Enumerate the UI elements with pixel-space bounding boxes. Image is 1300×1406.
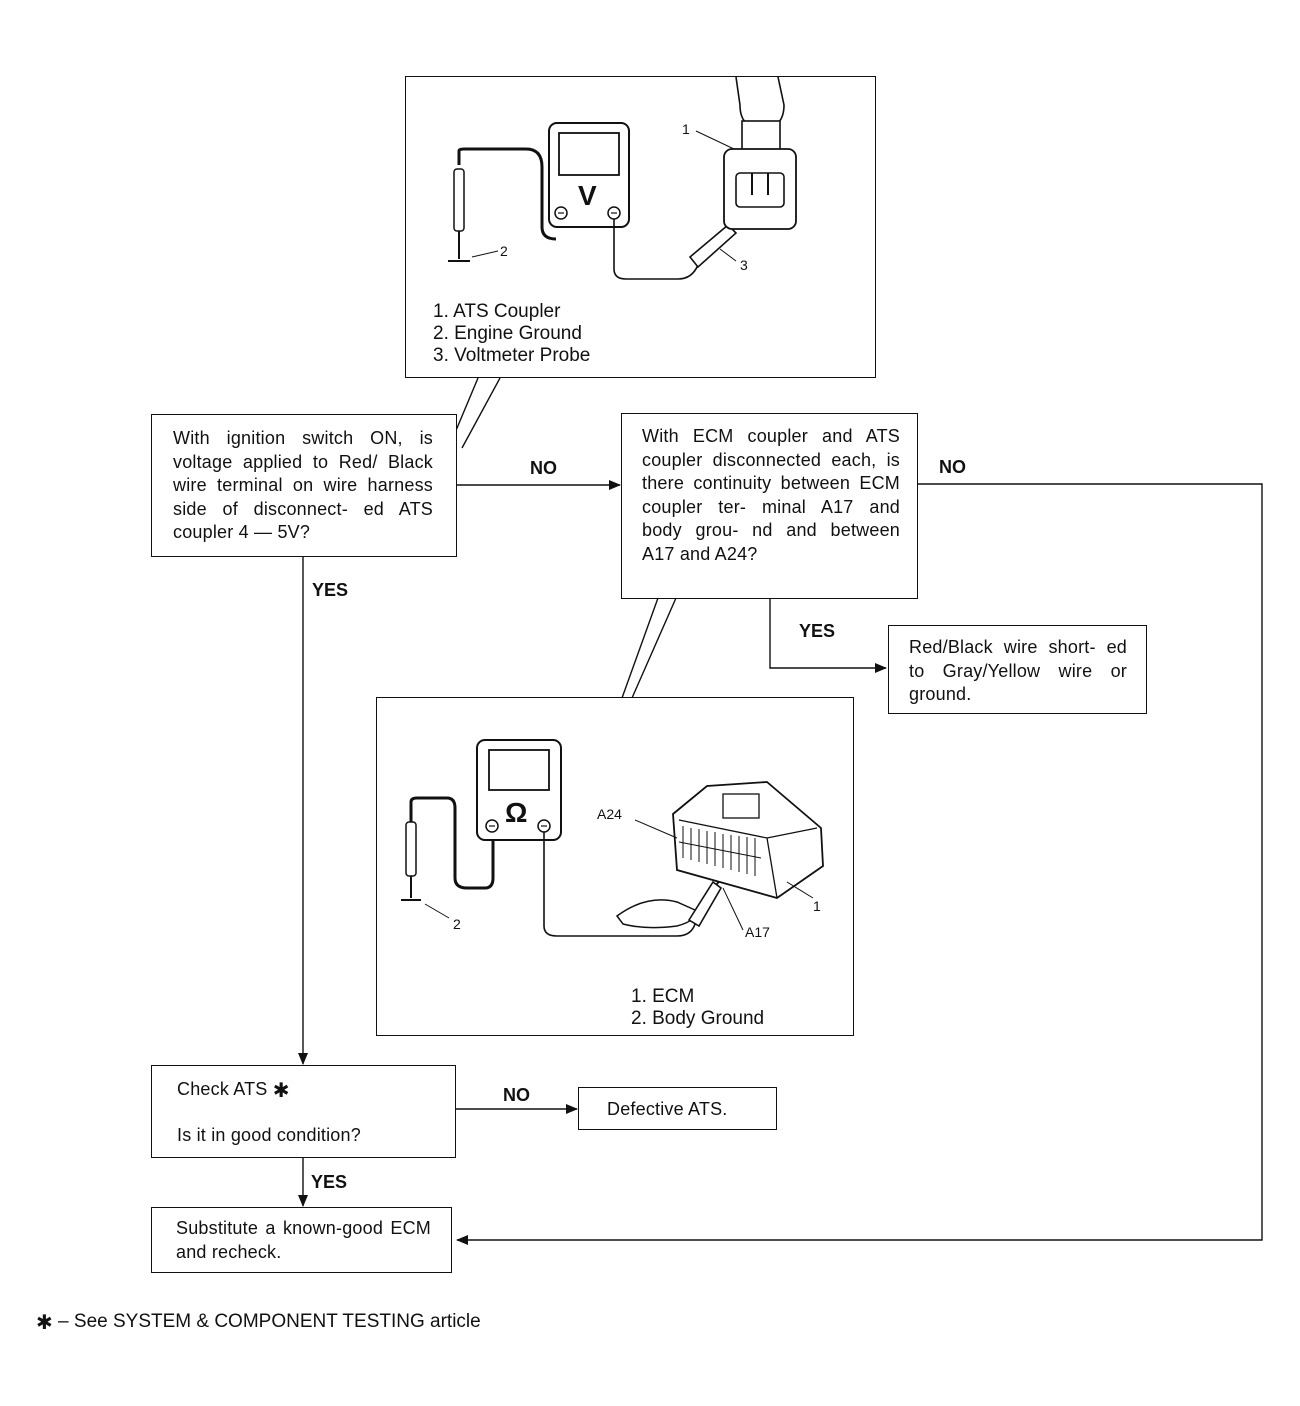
legend-item: 1. ECM [631,986,695,1007]
result-text: Substitute a known-good ECM and recheck. [176,1218,431,1262]
callout-1: 1 [813,898,821,914]
callout-wedge-fig2 [621,597,677,699]
question-check-ats: Check ATS ✱ Is it in good condition? [151,1065,456,1158]
question-line-2: Is it in good condition? [177,1125,361,1145]
ohmmeter-icon: Ω [476,739,562,841]
footnote-text: – See SYSTEM & COMPONENT TESTING article [58,1311,481,1332]
result-wire-short: Red/Black wire short- ed to Gray/Yellow … [888,625,1147,714]
meter-symbol-ohm: Ω [505,797,527,828]
legend-item: 2. Body Ground [631,1008,765,1029]
label-no-q2: NO [939,457,966,477]
legend-item: 3. Voltmeter Probe [433,345,591,366]
callout-2: 2 [453,916,461,932]
callout-2: 2 [500,243,508,259]
question-continuity-check: With ECM coupler and ATS coupler disconn… [621,413,918,599]
footnote: ✱ – See SYSTEM & COMPONENT TESTING artic… [36,1310,481,1335]
arrow-q2-no [456,483,1263,1245]
voltmeter-illustration: V [448,77,797,280]
ohmmeter-illustration: Ω [401,739,824,937]
ats-coupler-icon [695,77,797,230]
callout-3: 3 [740,257,748,273]
ground-probe-icon [448,147,557,262]
question-line-1: Check ATS ✱ [177,1079,290,1102]
question-text: With ignition switch ON, is voltage appl… [173,428,433,542]
ecm-coupler-icon [672,781,824,899]
label-yes-q1: YES [312,580,349,600]
question-text: With ECM coupler and ATS coupler disconn… [642,426,900,564]
label-yes-q3: YES [311,1172,348,1192]
star-icon: ✱ [272,1080,290,1102]
figure2-legend: 1. ECM 2. Body Ground [631,986,764,1030]
question-voltage-check: With ignition switch ON, is voltage appl… [151,414,457,557]
figure-ohmmeter-test: Ω A24 [376,697,854,1036]
star-icon: ✱ [36,1312,53,1334]
ground-probe-icon [401,796,495,919]
label-no-q3: NO [503,1085,530,1105]
voltmeter-icon: V [548,122,630,228]
meter-symbol-v: V [578,180,597,211]
legend-item: 2. Engine Ground [433,323,582,344]
legend-item: 1. ATS Coupler [433,301,561,322]
result-text: Defective ATS. [607,1099,728,1119]
callout-a24: A24 [597,806,622,822]
result-text: Red/Black wire short- ed to Gray/Yellow … [909,637,1127,704]
arrow-q2-yes [769,598,887,673]
result-defective-ats: Defective ATS. [578,1087,777,1130]
callout-a17: A17 [745,924,770,940]
hand-probe-icon [615,861,734,929]
callout-1: 1 [682,121,690,137]
figure-voltmeter-test: V 1 2 3 1. ATS Coupler 2. Engine Ground [405,76,876,378]
result-substitute-ecm: Substitute a known-good ECM and recheck. [151,1207,452,1273]
label-no-q1: NO [530,458,557,478]
callout-wedge-fig1 [451,377,501,449]
figure1-legend: 1. ATS Coupler 2. Engine Ground 3. Voltm… [433,301,590,367]
label-yes-q2: YES [799,621,836,641]
